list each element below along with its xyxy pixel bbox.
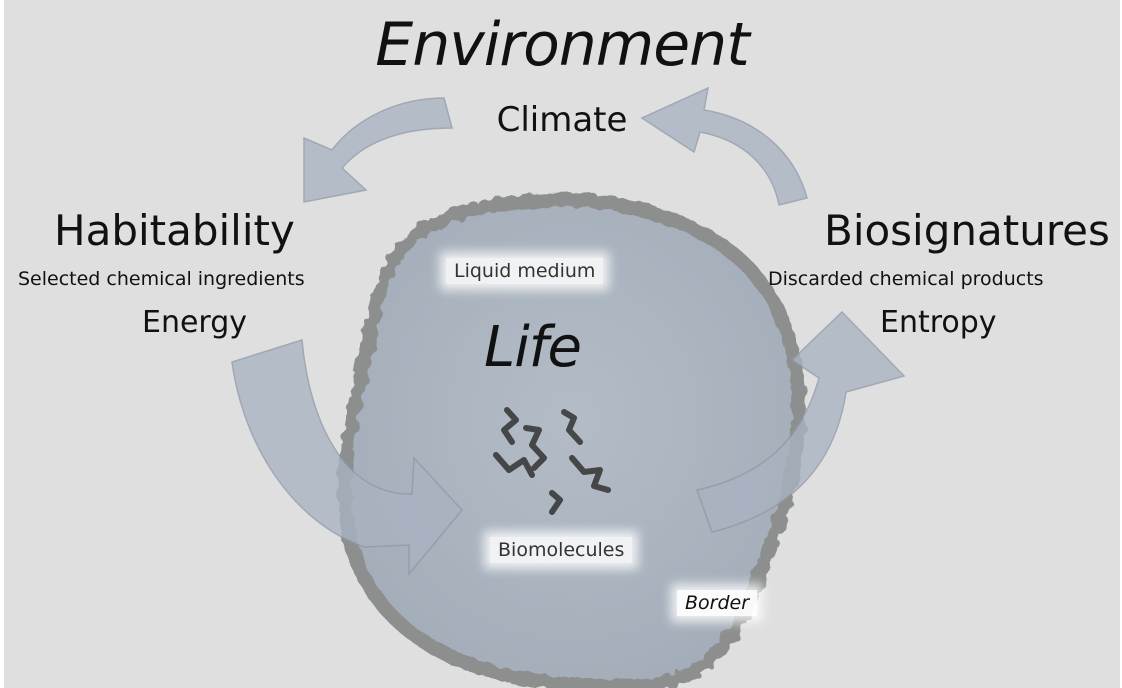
biomolecules-label: Biomolecules [490,537,633,563]
arrow-biosignatures-to-climate [640,86,808,206]
diagram-canvas: Environment Climate Habitability Selecte… [4,0,1120,688]
diagram-graphics [231,86,906,688]
environment-title: Environment [375,10,749,80]
habitability-subtitle: Selected chemical ingredients [18,268,305,290]
arrow-climate-to-habitability [303,97,453,203]
climate-label: Climate [496,100,628,140]
biosignatures-subtitle: Discarded chemical products [768,268,1044,290]
life-label: Life [484,315,582,380]
cell-blob [337,192,806,688]
arrow-habitability-to-life [231,339,463,577]
biomolecule-squiggles [493,407,611,515]
arrow-life-to-biosignatures [696,310,906,533]
border-label: Border [677,590,758,616]
habitability-heading: Habitability [54,206,295,255]
energy-label: Energy [142,305,248,340]
biosignatures-heading: Biosignatures [824,206,1110,255]
entropy-label: Entropy [880,305,997,340]
liquid-medium-label: Liquid medium [446,258,604,284]
